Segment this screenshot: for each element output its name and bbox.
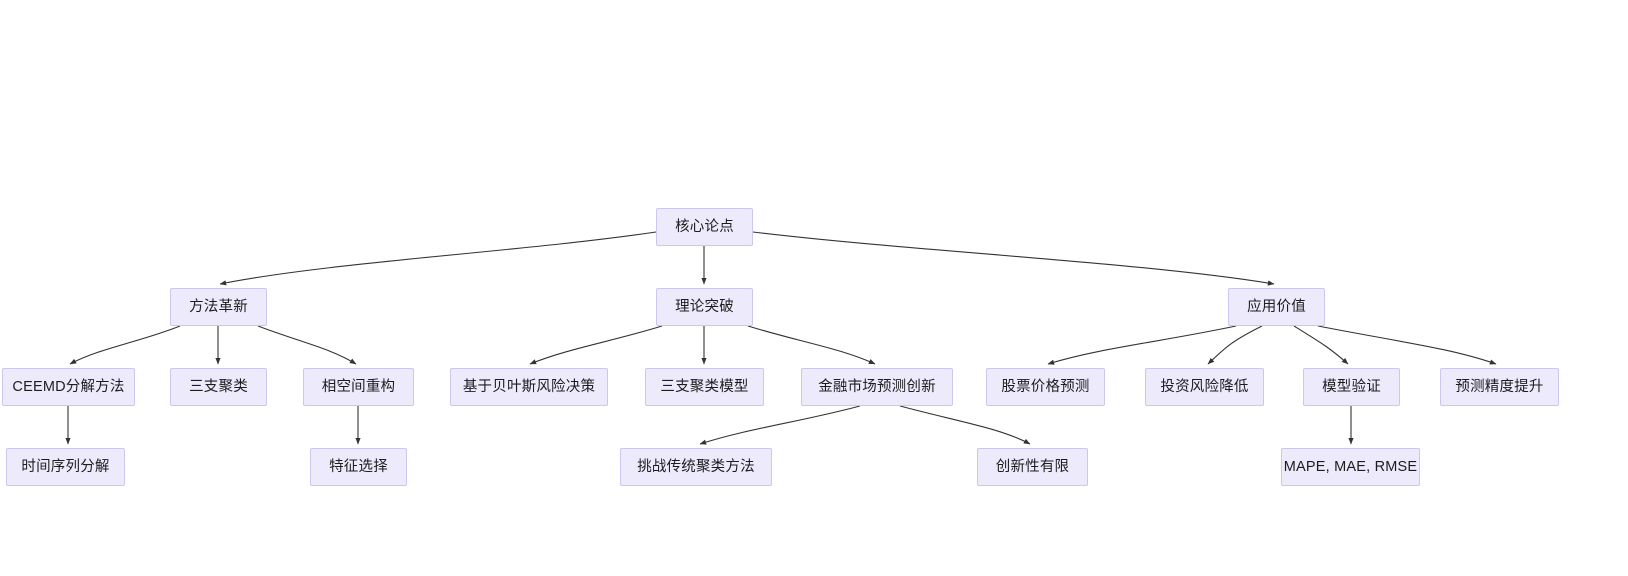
node-label: 预测精度提升 [1455, 378, 1544, 395]
node-l2b3[interactable]: 金融市场预测创新 [801, 368, 953, 406]
node-label: 基于贝叶斯风险决策 [462, 378, 596, 395]
edge-l2b3-to-l3b3a [699, 405, 861, 445]
node-l1b[interactable]: 理论突破 [656, 288, 753, 326]
edge-l1b-to-l2b3 [747, 325, 876, 365]
node-l2a1[interactable]: CEEMD分解方法 [2, 368, 135, 406]
node-label: MAPE, MAE, RMSE [1283, 458, 1418, 475]
node-label: 应用价值 [1247, 298, 1306, 315]
node-l2a3[interactable]: 相空间重构 [303, 368, 414, 406]
node-label: 特征选择 [329, 458, 388, 475]
edge-l1c-to-l2c2 [1207, 325, 1263, 365]
node-l2b1[interactable]: 基于贝叶斯风险决策 [450, 368, 608, 406]
node-l3b3a[interactable]: 挑战传统聚类方法 [620, 448, 772, 486]
node-l2c4[interactable]: 预测精度提升 [1440, 368, 1559, 406]
edge-l1a-to-l2a3 [257, 325, 357, 365]
node-label: CEEMD分解方法 [12, 378, 125, 395]
edges-group [65, 231, 1497, 445]
edge-root-to-l1c [752, 231, 1275, 286]
node-label: 投资风险降低 [1160, 378, 1249, 395]
node-label: 核心论点 [675, 218, 734, 235]
edge-l1c-to-l2c4 [1317, 325, 1497, 365]
node-root[interactable]: 核心论点 [656, 208, 753, 246]
edge-root-to-l1a [219, 231, 657, 286]
edge-l1c-to-l2c3 [1293, 325, 1349, 365]
node-l3c3[interactable]: MAPE, MAE, RMSE [1281, 448, 1420, 486]
node-l1a[interactable]: 方法革新 [170, 288, 267, 326]
node-label: 挑战传统聚类方法 [637, 458, 755, 475]
node-label: 三支聚类 [189, 378, 248, 395]
node-l3a3[interactable]: 特征选择 [310, 448, 407, 486]
node-label: 理论突破 [675, 298, 734, 315]
node-label: 模型验证 [1322, 378, 1381, 395]
node-l2c3[interactable]: 模型验证 [1303, 368, 1400, 406]
edge-l2b3-to-l3b3b [899, 405, 1031, 445]
edge-l1b-to-l2b1 [529, 325, 663, 365]
node-l3a1[interactable]: 时间序列分解 [6, 448, 125, 486]
node-label: 创新性有限 [995, 458, 1070, 475]
node-l2a2[interactable]: 三支聚类 [170, 368, 267, 406]
node-label: 三支聚类模型 [660, 378, 749, 395]
node-label: 方法革新 [189, 298, 248, 315]
node-l2c2[interactable]: 投资风险降低 [1145, 368, 1264, 406]
edge-l1a-to-l2a1 [69, 325, 181, 365]
node-label: 相空间重构 [321, 378, 396, 395]
node-l1c[interactable]: 应用价值 [1228, 288, 1325, 326]
edge-l1c-to-l2c1 [1047, 325, 1237, 365]
node-l2b2[interactable]: 三支聚类模型 [645, 368, 764, 406]
node-l2c1[interactable]: 股票价格预测 [986, 368, 1105, 406]
node-label: 股票价格预测 [1001, 378, 1090, 395]
node-label: 时间序列分解 [21, 458, 110, 475]
node-label: 金融市场预测创新 [818, 378, 936, 395]
node-l3b3b[interactable]: 创新性有限 [977, 448, 1088, 486]
